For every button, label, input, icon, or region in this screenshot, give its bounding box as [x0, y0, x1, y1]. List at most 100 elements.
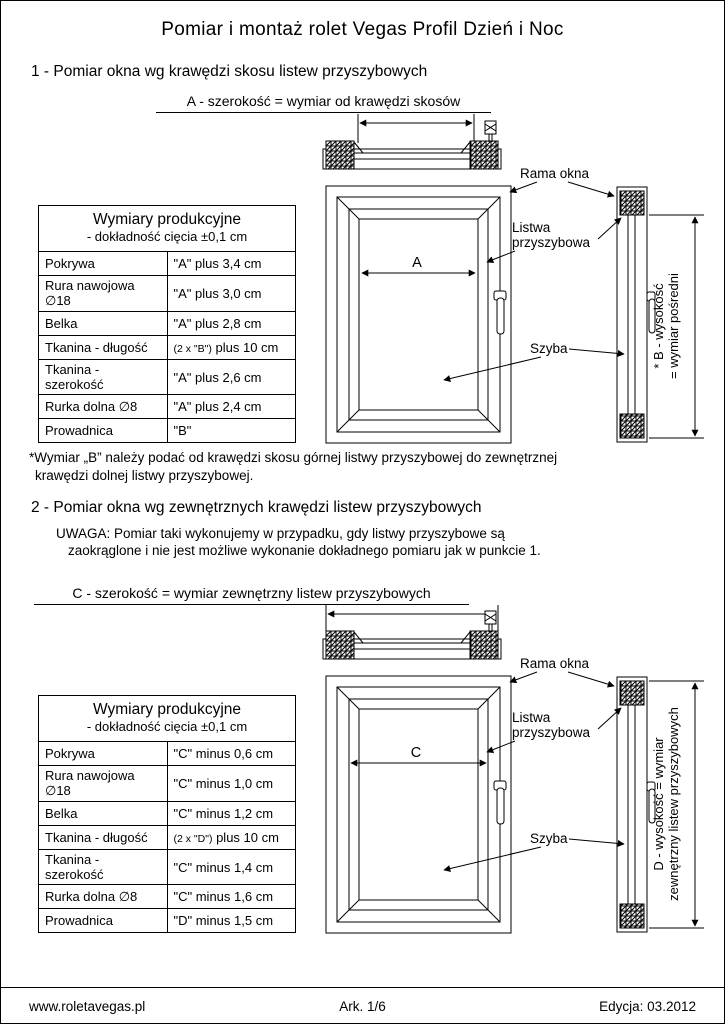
- part-name-cell: Rurka dolna ∅8: [38, 394, 168, 419]
- table-row: Tkanina - długość(2 x "D") plus 10 cm: [38, 825, 296, 850]
- part-name-cell: Pokrywa: [38, 251, 168, 276]
- part-name-cell: Rurka dolna ∅8: [38, 884, 168, 909]
- part-value-cell: "A" plus 2,6 cm: [166, 359, 296, 395]
- part-value-cell: "C" minus 1,0 cm: [166, 765, 296, 802]
- part-name-cell: Rura nawojowa ∅18: [38, 765, 168, 802]
- table-header-row: Wymiary produkcyjne - dokładność cięcia …: [38, 695, 296, 742]
- part-value-cell: "A" plus 3,0 cm: [166, 275, 296, 312]
- height-label-d-line1: D - wysokość = wymiar: [651, 737, 666, 871]
- table-row: Rurka dolna ∅8"C" minus 1,6 cm: [38, 884, 296, 909]
- part-name-cell: Tkanina - długość: [38, 335, 168, 360]
- page-title: Pomiar i montaż rolet Vegas Profil Dzień…: [161, 19, 564, 40]
- section2-note: UWAGA: Pomiar taki wykonujemy w przypadk…: [56, 525, 541, 559]
- frame-cross-section-2: [322, 610, 502, 660]
- screw-icon: [484, 120, 497, 142]
- part-value-cell: (2 x "B") plus 10 cm: [166, 335, 296, 360]
- part-name-cell: Belka: [38, 801, 168, 826]
- part-name-cell: Tkanina - szerokość: [38, 359, 168, 395]
- footer-edition: Edycja: 03.2012: [599, 998, 696, 1014]
- table-subtitle: - dokładność cięcia ±0,1 cm: [86, 229, 248, 244]
- part-name-cell: Prowadnica: [38, 418, 168, 443]
- table-row: Tkanina - długość(2 x "B") plus 10 cm: [38, 335, 296, 360]
- part-name-cell: Pokrywa: [38, 741, 168, 766]
- label-listwa-line2: przyszybowa: [512, 235, 591, 250]
- label-listwa-line2: przyszybowa: [512, 725, 591, 740]
- table-row: Pokrywa"A" plus 3,4 cm: [38, 251, 296, 276]
- footer-website: www.roletavegas.pl: [29, 998, 146, 1014]
- table-row: Pokrywa"C" minus 0,6 cm: [38, 741, 296, 766]
- table-row: Belka"A" plus 2,8 cm: [38, 311, 296, 336]
- height-dimension-d: D - wysokość = wymiar zewnętrzny listew …: [649, 680, 704, 929]
- footnote-line2: krawędzi dolnej listwy przyszybowej.: [35, 468, 254, 483]
- production-dimensions-table-1: Wymiary produkcyjne - dokładność cięcia …: [38, 205, 296, 443]
- section1-heading: 1 - Pomiar okna wg krawędzi skosu listew…: [31, 63, 428, 80]
- dimension-a-label: A - szerokość = wymiar od krawędzi skosó…: [156, 93, 491, 113]
- table-row: Prowadnica"D" minus 1,5 cm: [38, 908, 296, 933]
- section2-heading: 2 - Pomiar okna wg zewnętrznych krawędzi…: [31, 499, 482, 516]
- table-row: Rurka dolna ∅8"A" plus 2,4 cm: [38, 394, 296, 419]
- part-value-cell: "D" minus 1,5 cm: [166, 908, 296, 933]
- height-label-d-line2: zewnętrzny listew przyszybowych: [666, 707, 681, 901]
- window-handle-icon: [493, 780, 507, 825]
- window-front-view-1: A: [325, 185, 512, 444]
- part-name-cell: Tkanina - szerokość: [38, 849, 168, 885]
- window-handle-icon: [493, 290, 507, 335]
- part-name-cell: Rura nawojowa ∅18: [38, 275, 168, 312]
- page-footer: www.roletavegas.pl Ark. 1/6 Edycja: 03.2…: [1, 987, 724, 1023]
- table-row: Prowadnica"B": [38, 418, 296, 443]
- window-front-view-2: C: [325, 675, 512, 934]
- note-line1: UWAGA: Pomiar taki wykonujemy w przypadk…: [56, 526, 505, 541]
- part-value-cell: "B": [166, 418, 296, 443]
- label-szyba: Szyba: [530, 341, 568, 356]
- width-letter-a: A: [412, 255, 422, 271]
- table-row: Rura nawojowa ∅18"A" plus 3,0 cm: [38, 275, 296, 312]
- part-value-cell: "A" plus 3,4 cm: [166, 251, 296, 276]
- label-listwa-line1: Listwa: [512, 710, 551, 725]
- part-value-cell: "C" minus 0,6 cm: [166, 741, 296, 766]
- table-row: Tkanina - szerokość"C" minus 1,4 cm: [38, 849, 296, 885]
- section1-drawing: A * B - wysokość = wymiar pośredni: [322, 114, 704, 444]
- part-name-cell: Tkanina - długość: [38, 825, 168, 850]
- part-value-cell: "A" plus 2,8 cm: [166, 311, 296, 336]
- table-title: Wymiary produkcyjne: [92, 211, 241, 228]
- footnote-line1: *Wymiar „B” należy podać od krawędzi sko…: [29, 450, 558, 465]
- note-line2: zaokrąglone i nie jest możliwe wykonanie…: [68, 543, 541, 558]
- footer-sheet-number: Ark. 1/6: [339, 998, 386, 1014]
- frame-cross-section-1: [322, 120, 502, 170]
- part-labels-1: Rama okna Listwa przyszybowa Szyba: [443, 166, 625, 382]
- table-header-row: Wymiary produkcyjne - dokładność cięcia …: [38, 205, 296, 252]
- part-name-cell: Prowadnica: [38, 908, 168, 933]
- part-value-cell: "C" minus 1,4 cm: [166, 849, 296, 885]
- table-title: Wymiary produkcyjne: [92, 701, 241, 718]
- width-letter-c: C: [411, 745, 421, 761]
- window-handle-side-icon: [646, 291, 656, 334]
- window-side-view-2: [616, 676, 656, 933]
- label-rama-okna: Rama okna: [520, 656, 590, 671]
- height-dimension-b: * B - wysokość = wymiar pośredni: [649, 214, 704, 439]
- table-subtitle: - dokładność cięcia ±0,1 cm: [86, 719, 248, 734]
- part-labels-2: Rama okna Listwa przyszybowa Szyba: [443, 656, 625, 872]
- label-szyba: Szyba: [530, 831, 568, 846]
- height-label-b-line2: = wymiar pośredni: [666, 273, 681, 379]
- table-row: Belka"C" minus 1,2 cm: [38, 801, 296, 826]
- label-listwa-line1: Listwa: [512, 220, 551, 235]
- part-value-cell: "C" minus 1,6 cm: [166, 884, 296, 909]
- part-value-cell: (2 x "D") plus 10 cm: [166, 825, 296, 850]
- table-row: Rura nawojowa ∅18"C" minus 1,0 cm: [38, 765, 296, 802]
- part-value-cell: "C" minus 1,2 cm: [166, 801, 296, 826]
- production-dimensions-table-2: Wymiary produkcyjne - dokładność cięcia …: [38, 695, 296, 933]
- part-value-cell: "A" plus 2,4 cm: [166, 394, 296, 419]
- screw-icon: [484, 610, 497, 632]
- table-row: Tkanina - szerokość"A" plus 2,6 cm: [38, 359, 296, 395]
- width-dimension-c: [325, 605, 499, 633]
- section2-drawing: C D - wysokość = wymiar zewnętrzny liste…: [322, 605, 704, 934]
- width-dimension-a: [357, 114, 475, 143]
- window-handle-side-icon: [646, 781, 656, 824]
- footnote-b-dimension: *Wymiar „B” należy podać od krawędzi sko…: [29, 449, 557, 485]
- window-side-view-1: [616, 186, 656, 443]
- height-label-b-line1: * B - wysokość: [651, 283, 666, 369]
- dimension-c-label: C - szerokość = wymiar zewnętrzny listew…: [34, 585, 469, 605]
- label-rama-okna: Rama okna: [520, 166, 590, 181]
